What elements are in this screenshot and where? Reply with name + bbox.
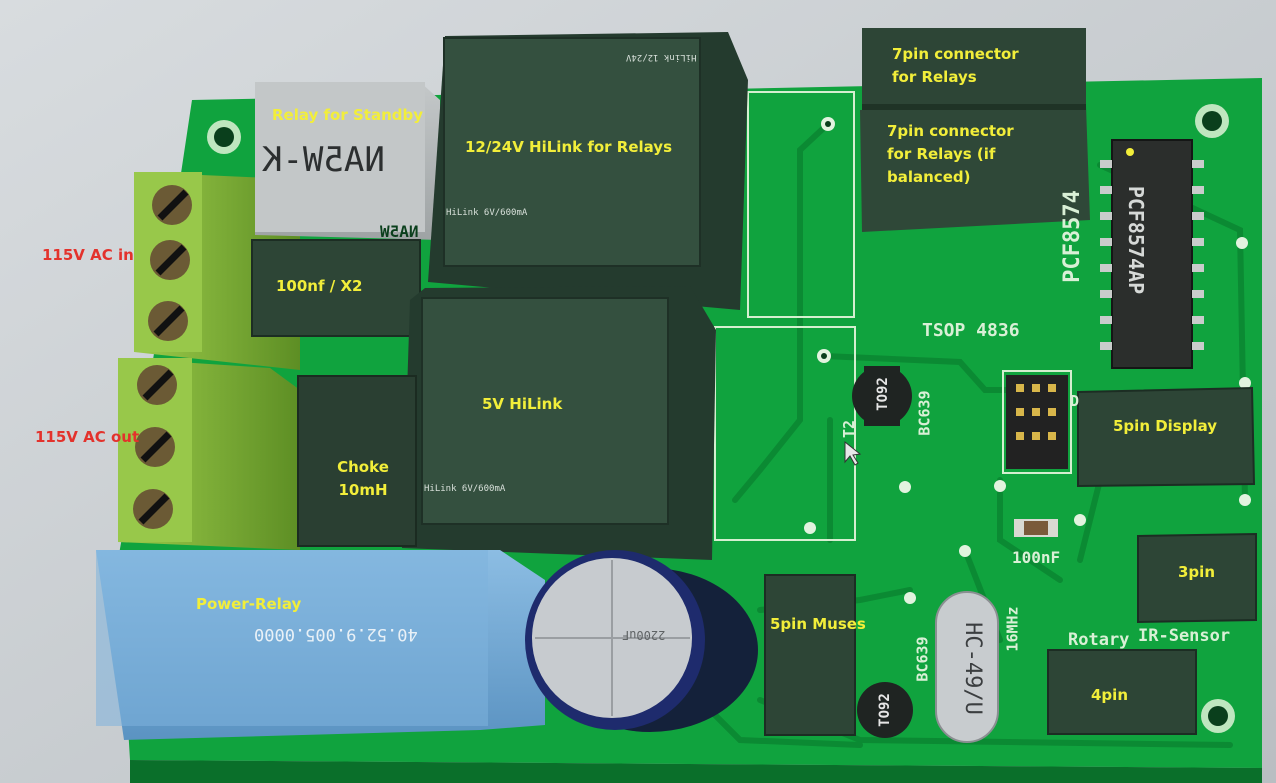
pcb-edge: [130, 760, 1262, 783]
crystal-marking: HC-49/U: [959, 622, 985, 715]
relay-marking: NA5W-K: [262, 140, 385, 180]
label-conn-relays-bal-line3: balanced): [887, 168, 971, 186]
mounting-holes: [207, 104, 1235, 733]
connectors-7pin: [860, 28, 1090, 232]
label-conn-relays-line1: 7pin connector: [892, 45, 1019, 63]
hilink-upper-6v-marking: HiLink 6V/600mA: [446, 208, 528, 218]
hilink-5v: [402, 286, 716, 560]
choke: [297, 375, 417, 547]
standby-relay: [255, 82, 440, 240]
power-relay: [96, 550, 545, 740]
silkscreen-outlines: [714, 91, 1072, 541]
connector-display: [1077, 386, 1256, 488]
connector-3pin: [1137, 532, 1257, 624]
bc639-label-lower: BC639: [913, 636, 932, 682]
label-conn-relays-line2: for Relays: [892, 68, 977, 86]
x2-capacitor: [251, 239, 421, 337]
bc639-label-upper: BC639: [915, 390, 934, 436]
t2-label: T2: [840, 419, 859, 439]
label-conn-relays-bal-line2: for Relays (if: [887, 145, 996, 163]
hilink-12-24v: [428, 32, 748, 310]
label-ac-in: 115V AC in: [42, 246, 134, 264]
label-power-relay: Power-Relay: [196, 595, 302, 613]
ic-pcb-marking: PCF8574: [1059, 190, 1085, 283]
transistor-bottom: [857, 682, 913, 738]
label-hilink-5v: 5V HiLink: [482, 395, 563, 413]
to92-label-lower: TO92: [876, 693, 893, 727]
label-conn-relays-bal-line1: 7pin connector: [887, 122, 1014, 140]
label-hilink-relays: 12/24V HiLink for Relays: [465, 138, 673, 156]
label-muses-5pin: 5pin Muses: [770, 615, 866, 633]
ir-sensor-label: IR-Sensor: [1138, 626, 1231, 646]
rotary-label: Rotary: [1068, 630, 1130, 650]
d-label: D: [1070, 392, 1080, 410]
ic-pcf8574: [1100, 139, 1204, 369]
connector-4pin: [1047, 649, 1197, 735]
smd-capacitor: [1014, 519, 1058, 537]
pin-header: [1006, 375, 1068, 469]
label-3pin: 3pin: [1178, 563, 1215, 581]
elcap-value-marking: 2200uF: [622, 628, 666, 642]
tsop-label: TSOP 4836: [922, 320, 1020, 341]
label-relay-standby: Relay for Standby: [272, 106, 424, 124]
power-relay-part-marking: 40.52.9.005.0000: [254, 624, 418, 644]
hilink-lower-6v-marking: HiLink 6V/600mA: [424, 484, 506, 494]
label-ac-out: 115V AC out: [35, 428, 140, 446]
crystal: [935, 591, 999, 743]
to92-label-upper: TO92: [874, 377, 891, 411]
relay-pcb-marking: NA5W: [380, 222, 419, 241]
label-display-5pin: 5pin Display: [1113, 417, 1218, 435]
smd-cap-label: 100nF: [1012, 548, 1061, 567]
connector-muses: [764, 574, 856, 736]
label-4pin: 4pin: [1091, 686, 1128, 704]
label-choke: Choke 10mH: [337, 458, 389, 499]
screws: [133, 185, 192, 529]
electrolytic-capacitor: [525, 550, 758, 732]
transistor-t2: [852, 366, 912, 426]
hilink-top-marking: HiLink 12/24V: [626, 52, 697, 62]
ic-part-marking: PCF8574AP: [1124, 185, 1149, 295]
freq-label: 16MHz: [1003, 606, 1022, 652]
mouse-cursor: [844, 440, 862, 466]
label-x2-capacitor: 100nf / X2: [276, 277, 363, 295]
